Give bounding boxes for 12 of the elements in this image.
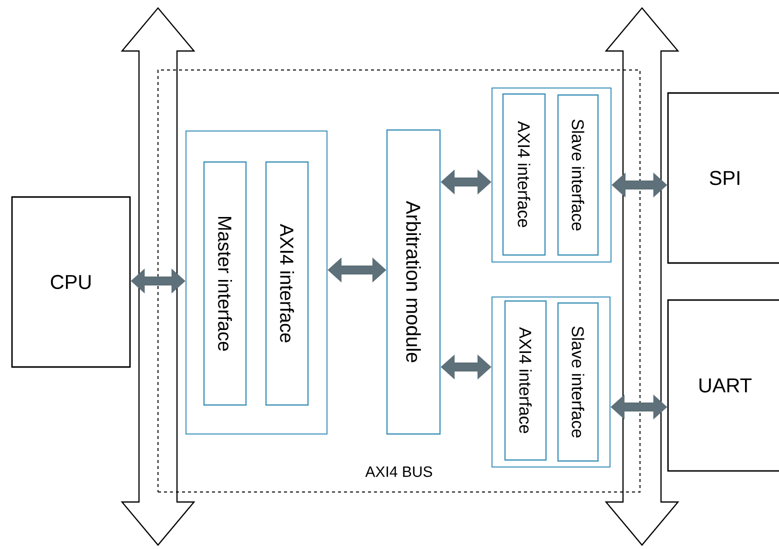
interface-box: Master interface — [203, 161, 247, 406]
bus-arrow — [604, 7, 680, 546]
device-box: CPU — [11, 196, 131, 368]
interface-box: Slave interface — [557, 94, 599, 256]
interface-box: AXI4 interface — [265, 161, 309, 406]
interface-box: AXI4 interface — [504, 300, 547, 461]
interface-box: Slave interface — [557, 302, 599, 462]
bus-arrow — [120, 7, 196, 546]
device-box: UART — [667, 299, 779, 472]
interface-box: Arbitration module — [386, 129, 441, 435]
device-box: SPI — [667, 92, 779, 264]
interface-box: AXI4 interface — [502, 93, 546, 256]
